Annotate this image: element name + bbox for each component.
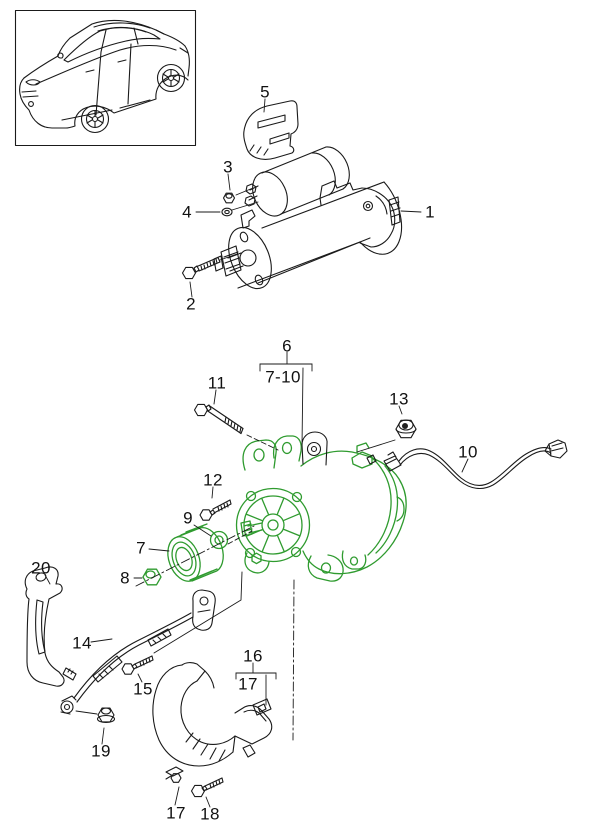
callout-14[interactable]: 14	[72, 633, 92, 653]
nut-19-art	[96, 707, 116, 724]
alternator-top-bracket-art	[301, 431, 377, 466]
callout-17-bottom[interactable]: 17	[166, 803, 186, 823]
callout-4[interactable]: 4	[182, 202, 192, 222]
callout-10[interactable]: 10	[458, 442, 478, 462]
air-duct-art	[152, 662, 273, 767]
vehicle-thumbnail	[14, 9, 197, 147]
callout-8[interactable]: 8	[120, 568, 130, 588]
callout-20[interactable]: 20	[31, 558, 51, 578]
pulley-7-art	[167, 523, 224, 582]
bolt-18-art	[190, 777, 224, 798]
leader-lines	[44, 98, 469, 808]
washer-4-art	[221, 207, 233, 217]
callout-5[interactable]: 5	[260, 82, 270, 102]
callout-16[interactable]: 16	[243, 646, 263, 666]
cable-14-art	[60, 589, 216, 715]
bolt-15-art	[121, 655, 154, 675]
callout-7[interactable]: 7	[136, 538, 146, 558]
bolt-12-art	[199, 499, 232, 521]
callout-3[interactable]: 3	[223, 157, 233, 177]
bolt-11-art	[193, 403, 244, 435]
callout-6[interactable]: 6	[282, 336, 292, 356]
callout-9[interactable]: 9	[183, 508, 193, 528]
starter-motor-art	[213, 146, 403, 290]
nut-8-art	[142, 568, 162, 586]
clip-17-art	[165, 766, 184, 783]
bolt-2-art	[181, 256, 221, 280]
heat-shield-art	[243, 100, 299, 160]
callout-7-10[interactable]: 7-10	[265, 367, 301, 387]
bracket-20-art	[24, 566, 77, 687]
cable-10-art	[383, 439, 568, 490]
callout-15[interactable]: 15	[133, 679, 153, 699]
callout-19[interactable]: 19	[91, 741, 111, 761]
callout-12[interactable]: 12	[203, 470, 223, 490]
nut-3-art	[222, 192, 236, 204]
callout-2[interactable]: 2	[186, 294, 196, 314]
callout-1[interactable]: 1	[425, 202, 435, 222]
alternator-art	[235, 435, 407, 582]
nut-13-art	[395, 419, 417, 439]
callout-11[interactable]: 11	[207, 373, 227, 393]
callout-17-top[interactable]: 17	[238, 674, 258, 694]
callout-13[interactable]: 13	[389, 389, 409, 409]
callout-18[interactable]: 18	[200, 804, 220, 824]
